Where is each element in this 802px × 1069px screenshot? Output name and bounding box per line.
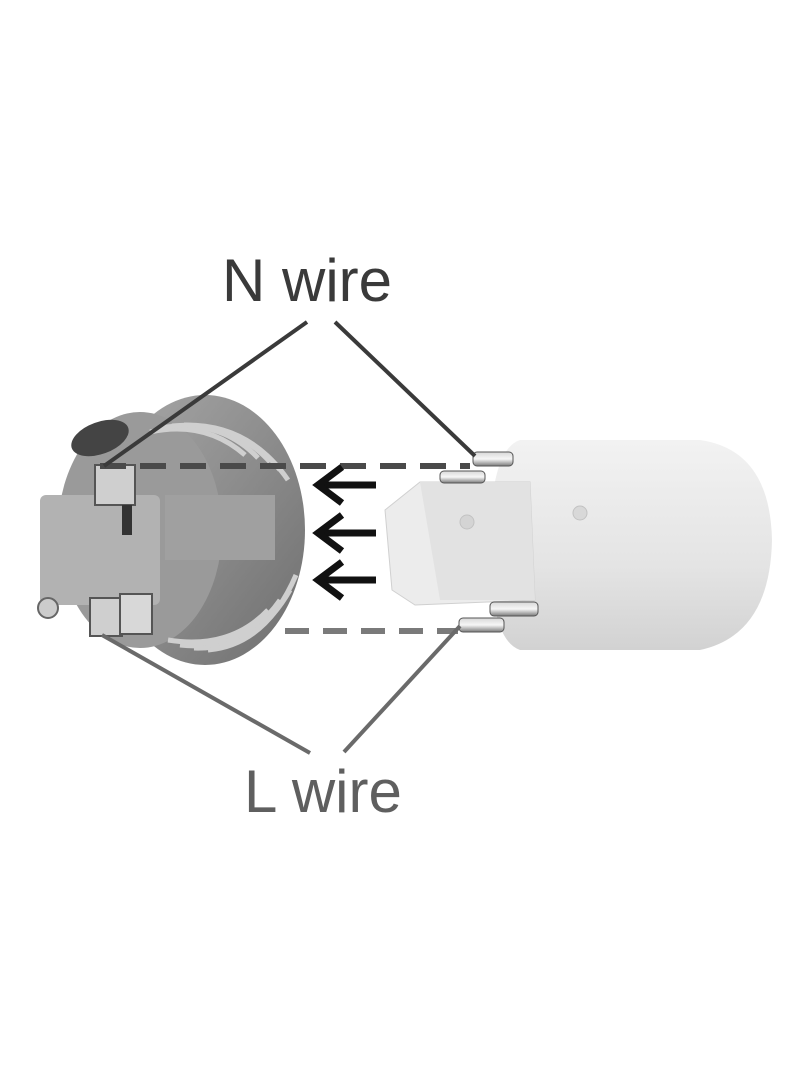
arrow-left-icon xyxy=(312,464,376,506)
n-leader-left xyxy=(102,320,309,468)
l-leader-right xyxy=(342,624,462,754)
arrow-left-icon xyxy=(312,512,376,554)
n-leader-right xyxy=(333,320,477,458)
n-wire-label: N wire xyxy=(222,247,393,314)
l-leader-left xyxy=(101,633,311,755)
socket-holder xyxy=(37,395,305,665)
l-wire-label: L wire xyxy=(244,758,402,825)
insert-arrows xyxy=(312,464,376,601)
lamp-adapter xyxy=(384,440,772,650)
arrow-left-icon xyxy=(312,559,376,601)
